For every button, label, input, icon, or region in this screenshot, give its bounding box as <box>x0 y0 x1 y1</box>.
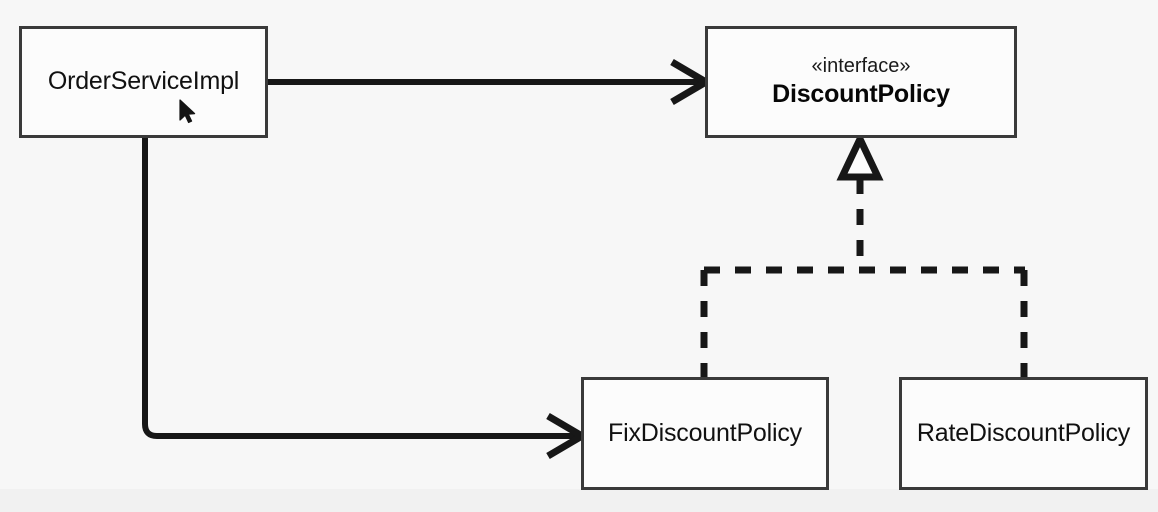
edge-line <box>142 138 576 439</box>
edge-realization-bus <box>700 130 1028 379</box>
edge-order-to-fix-discount <box>142 138 589 460</box>
node-rate-discount-policy[interactable]: RateDiscountPolicy <box>899 377 1148 490</box>
node-label-rate-discount-policy: RateDiscountPolicy <box>916 418 1131 447</box>
node-label-order-service-impl: OrderServiceImpl <box>47 67 240 96</box>
node-label-discount-policy: DiscountPolicy <box>772 79 950 108</box>
edge-order-to-discount-policy <box>268 58 713 106</box>
stereotype-label-interface: «interface» <box>811 54 911 77</box>
node-fix-discount-policy[interactable]: FixDiscountPolicy <box>581 377 829 490</box>
node-discount-policy[interactable]: «interface» DiscountPolicy <box>705 26 1017 138</box>
node-order-service-impl[interactable]: OrderServiceImpl <box>19 26 268 138</box>
arrowhead-hollow-triangle <box>836 130 884 181</box>
node-label-fix-discount-policy: FixDiscountPolicy <box>608 418 802 447</box>
